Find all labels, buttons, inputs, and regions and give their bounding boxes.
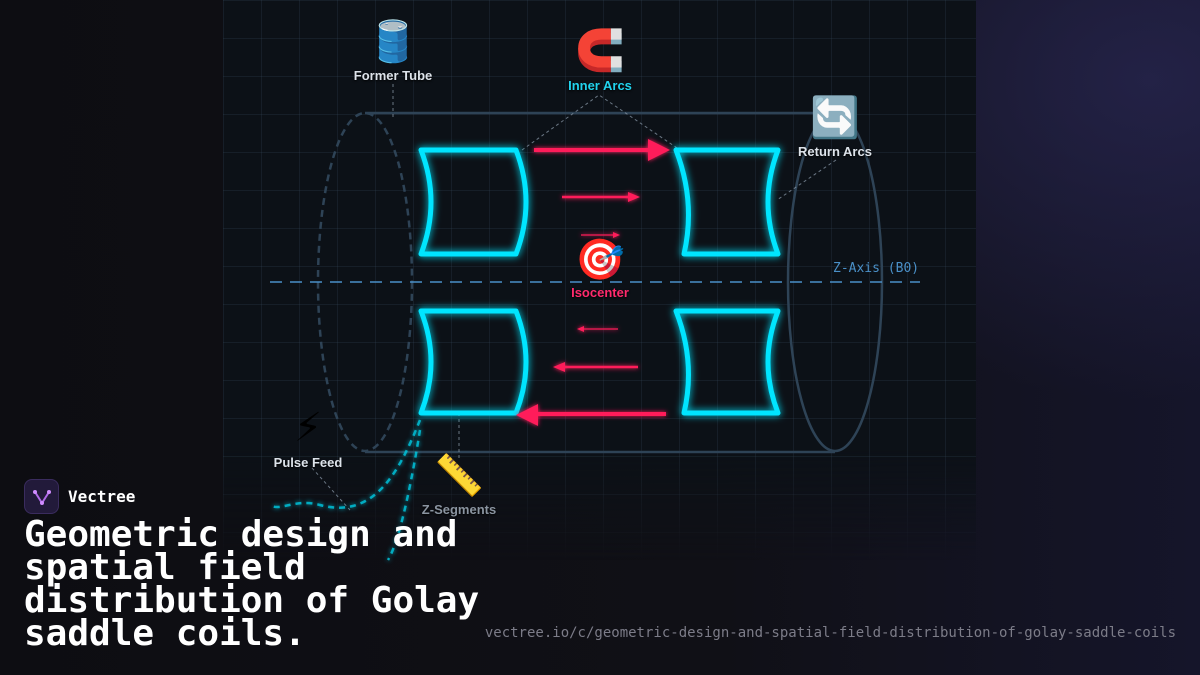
pulse-feed-wire-2 (386, 429, 422, 561)
page-title: Geometric design and spatial field distr… (24, 514, 480, 654)
vectree-logo-icon (24, 479, 59, 514)
source-url: vectree.io/c/geometric-design-and-spatia… (484, 625, 1176, 641)
magnet-icon: 🧲 (575, 28, 625, 74)
z-segments-label: Z-Segments (421, 502, 497, 517)
inner-arcs-leader (521, 94, 681, 151)
lightning-icon: ⚡ (293, 405, 323, 451)
target-icon: 🎯 (575, 237, 625, 283)
cycle-arrows-icon: 🔄 (810, 95, 860, 141)
diagram-panel (223, 0, 976, 560)
former-tube-label: Former Tube (353, 68, 433, 83)
pulse-feed-label: Pulse Feed (273, 455, 343, 470)
isocenter-label: Isocenter (571, 285, 629, 300)
current-arrow-6-head (516, 404, 538, 426)
saddle-coil-bottom-left (418, 308, 529, 416)
saddle-coil-top-right (673, 147, 781, 257)
current-arrow-4-head (577, 326, 584, 332)
inner-arcs-label: Inner Arcs (568, 78, 632, 93)
saddle-coil-top-left (418, 147, 529, 257)
barrel-icon: 🛢️ (368, 19, 418, 65)
pulse-feed-wire-1 (269, 419, 422, 509)
current-arrow-5-head (553, 362, 565, 372)
brand-name: Vectree (68, 487, 136, 506)
current-arrow-3-head (613, 232, 620, 238)
current-arrow-1-head (648, 139, 670, 161)
saddle-coil-bottom-right (673, 308, 781, 416)
ruler-icon: 📏 (434, 453, 484, 499)
return-arcs-leader (776, 159, 837, 201)
z-axis-label: Z-Axis (B0) (833, 261, 920, 276)
return-arcs-label: Return Arcs (798, 144, 872, 159)
current-arrow-2-head (628, 192, 640, 202)
brand: Vectree (24, 479, 135, 514)
